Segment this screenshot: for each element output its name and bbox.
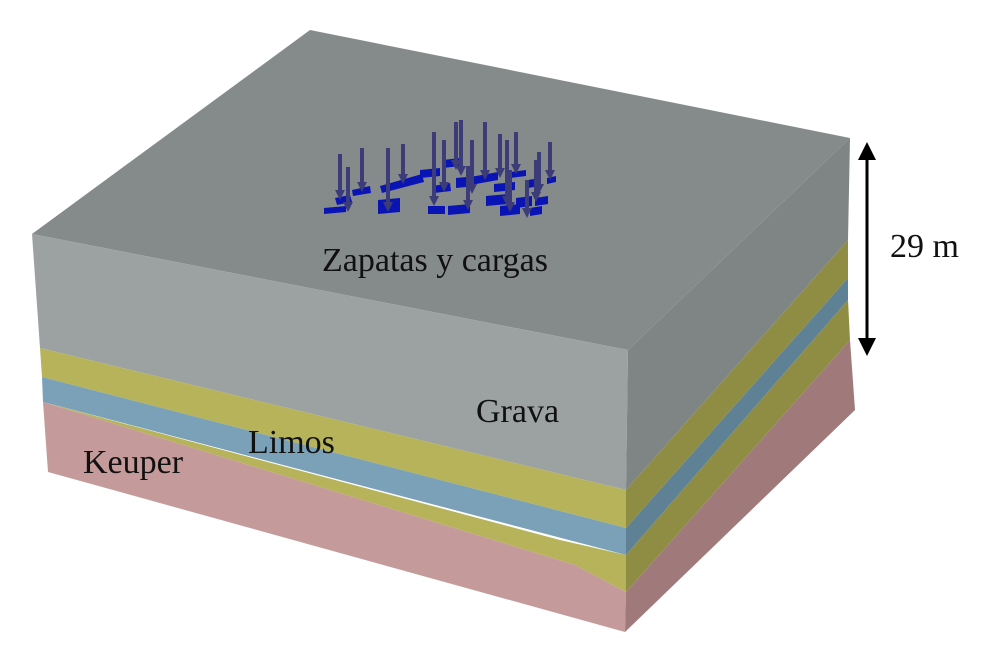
side-layer-keuper: [625, 340, 855, 632]
side-layer-grava: [626, 138, 850, 490]
front-layer-grava: [32, 234, 628, 490]
label-dimension: 29 m: [890, 228, 959, 265]
label-loads: Zapatas y cargas: [322, 242, 548, 279]
front-layer-yellow-upper: [40, 348, 626, 528]
load-arrows: [335, 120, 555, 218]
side-layer-yellow-lower: [626, 300, 850, 592]
side-layer-yellow-upper: [626, 240, 848, 528]
dimension-arrow: [858, 142, 876, 356]
label-keuper: Keuper: [83, 444, 184, 481]
front-layer-keuper: [43, 402, 626, 632]
front-layer-limos: [42, 377, 626, 555]
label-grava: Grava: [476, 393, 560, 430]
side-layer-limos: [626, 278, 848, 555]
label-limos: Limos: [248, 424, 335, 461]
footings-and-loads: [324, 120, 556, 218]
